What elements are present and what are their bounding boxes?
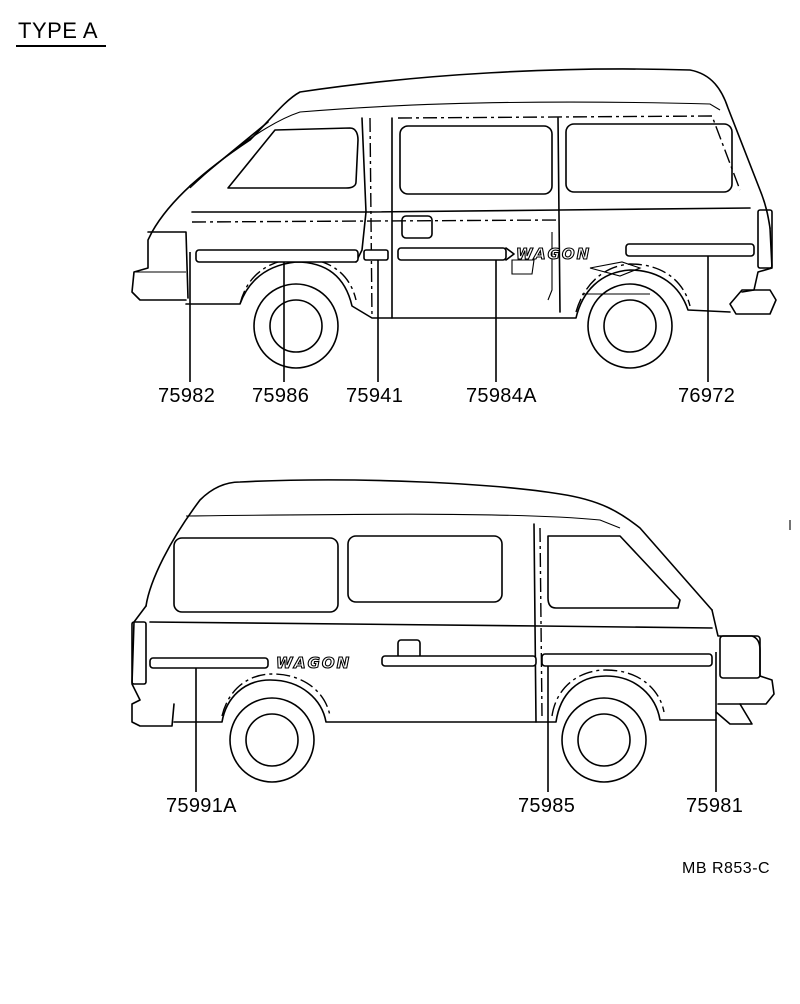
part-number-label: 75982 bbox=[158, 385, 216, 407]
part-number-label: 75981 bbox=[686, 795, 744, 817]
bottom-van: WAGON bbox=[131, 479, 791, 783]
drawing-reference: MB R853-C bbox=[682, 860, 771, 877]
part-number-label: 75985 bbox=[518, 795, 576, 817]
part-number-label: 76972 bbox=[678, 385, 736, 407]
wagon-badge-top: WAGON bbox=[516, 245, 591, 263]
title-underline bbox=[16, 45, 106, 47]
part-number-label: 75941 bbox=[346, 385, 404, 407]
part-number-label: 75991A bbox=[166, 795, 237, 817]
part-number-label: 75986 bbox=[252, 385, 310, 407]
wagon-badge-bottom: WAGON bbox=[276, 654, 351, 672]
part-number-label: 75984A bbox=[466, 385, 537, 407]
diagram-title: TYPE A bbox=[18, 18, 99, 43]
top-leaders bbox=[189, 252, 709, 382]
bottom-leaders bbox=[195, 652, 717, 792]
top-van: WAGON bbox=[131, 68, 777, 369]
